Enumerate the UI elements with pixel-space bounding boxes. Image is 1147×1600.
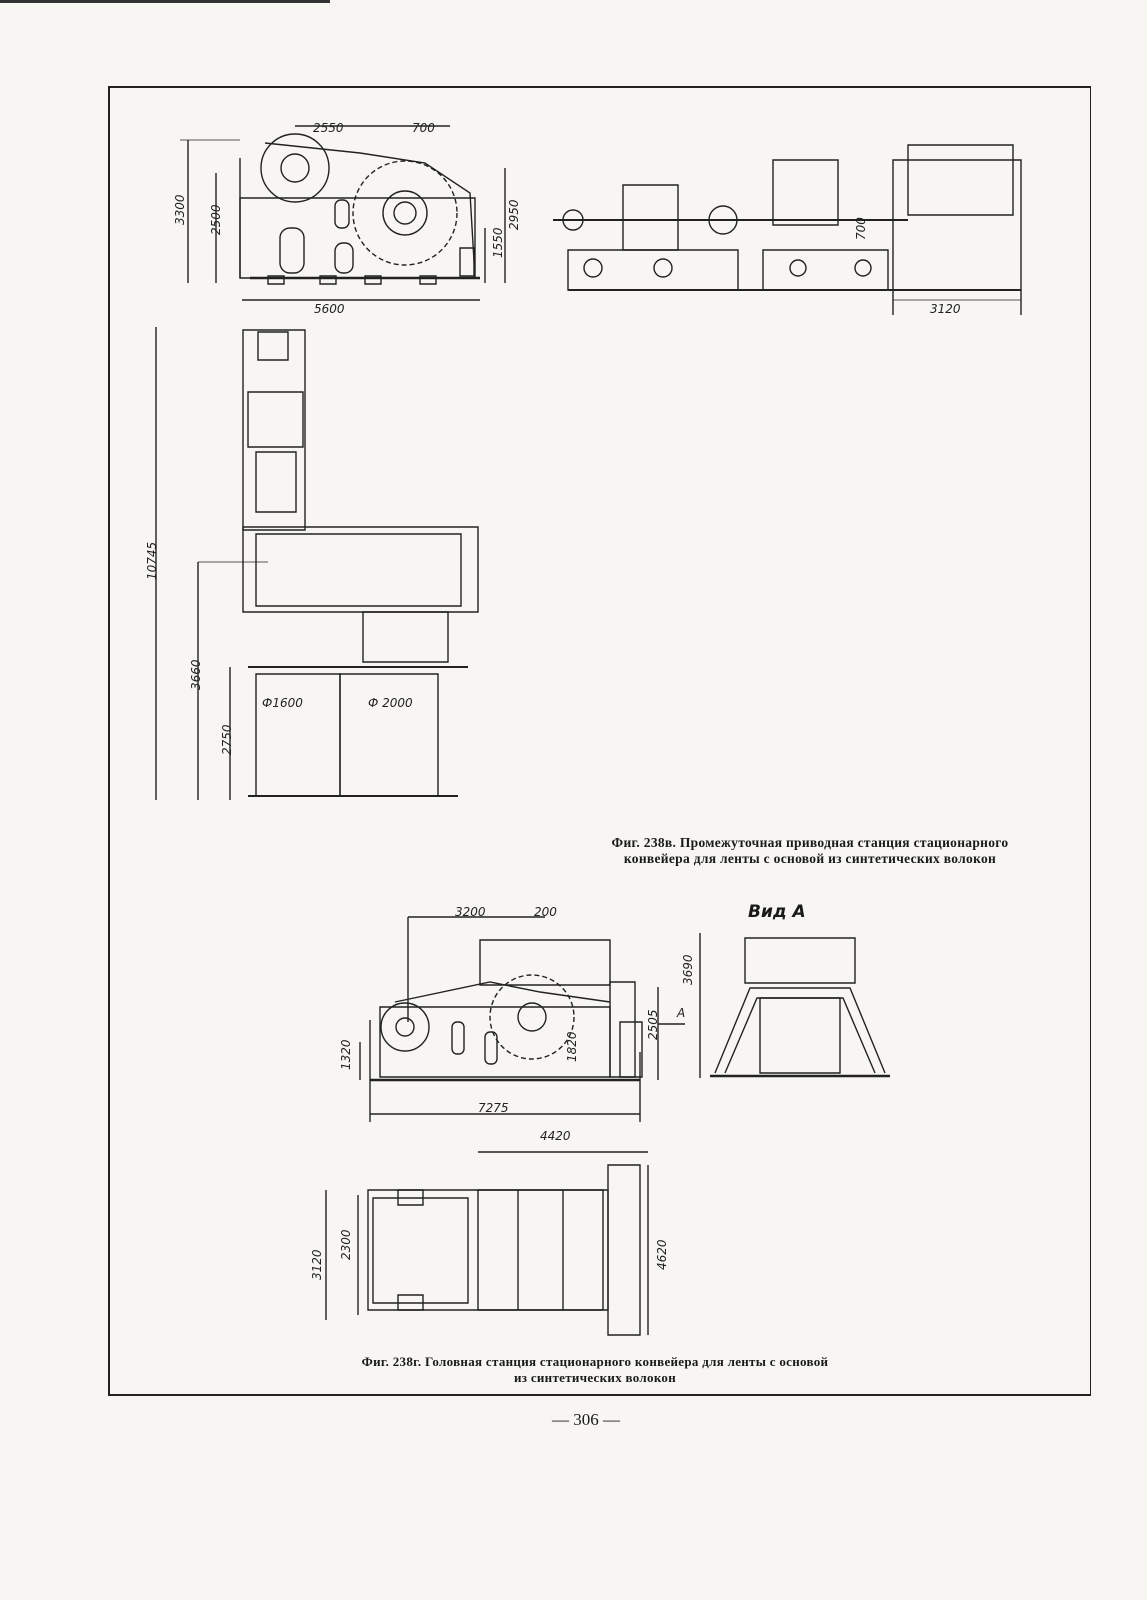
dim-diameter-2000: Ф 2000 [368,696,413,710]
dim-3200: 3200 [455,905,486,919]
dim-3690: 3690 [681,954,695,985]
dim-2500: 2500 [209,204,223,235]
dim-3660: 3660 [189,659,203,690]
dim-4620: 4620 [655,1239,669,1270]
page-number: — 306 — [552,1410,620,1429]
dim-4420: 4420 [540,1129,571,1143]
dim-700-side: 700 [854,217,868,240]
figure-238v-caption-line2: конвейера для ленты с основой из синтети… [623,851,997,866]
dim-10745: 10745 [145,541,159,580]
dim-700-top: 700 [412,121,435,135]
dim-5600: 5600 [314,302,345,316]
top-edge-rule [0,0,330,3]
dim-2550: 2550 [313,121,344,135]
head-station-view-a-drawing [695,928,895,1083]
view-arrow-label: А [677,1006,686,1020]
figure-238v-caption-line1: Фиг. 238в. Промежуточная приводная станц… [611,835,1009,850]
drive-station-elevation-drawing [548,140,1038,320]
drive-station-side-view-drawing [180,118,540,318]
head-station-side-view-drawing [340,912,670,1127]
dim-2300: 2300 [339,1229,353,1260]
drive-station-plan-drawing [148,322,498,804]
dim-2505: 2505 [646,1009,660,1040]
dim-2950: 2950 [507,199,521,230]
dim-3120-bottom: 3120 [310,1249,324,1280]
dim-3120-top: 3120 [930,302,961,316]
page-frame [108,86,1091,1396]
view-a-label: Вид А [748,902,806,922]
dim-7275: 7275 [478,1101,509,1115]
head-station-plan-drawing [318,1150,663,1340]
dim-200: 200 [534,905,557,919]
dim-2750: 2750 [220,724,234,755]
figure-238g-caption: Фиг. 238г. Головная станция стационарног… [300,1354,890,1386]
dim-3300: 3300 [173,194,187,225]
figure-238g-caption-line2: из синтетических волокон [513,1370,677,1385]
figure-238g-caption-line1: Фиг. 238г. Головная станция стационарног… [361,1354,829,1369]
figure-238v-caption: Фиг. 238в. Промежуточная приводная станц… [560,835,1060,867]
dim-diameter-1600: Ф1600 [262,696,303,710]
dim-1320: 1320 [339,1039,353,1070]
dim-1820: 1820 [565,1031,579,1062]
dim-1550: 1550 [491,227,505,258]
